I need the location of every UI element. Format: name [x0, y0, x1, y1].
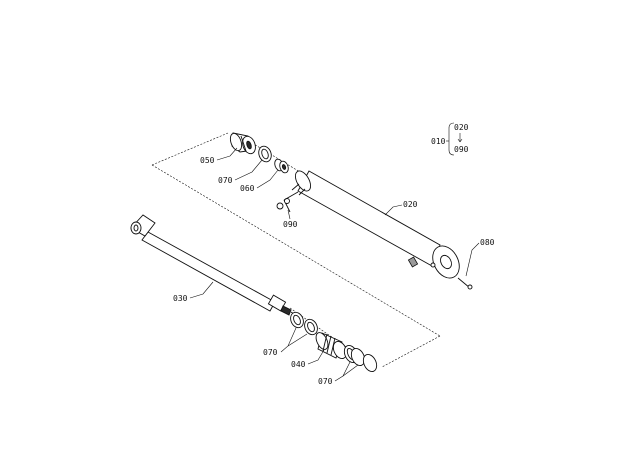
part-040-piston	[315, 332, 348, 359]
callout-030-label: 030	[173, 294, 188, 303]
callout-090-label: 090	[283, 220, 298, 229]
callout-030: 030	[173, 281, 214, 303]
callout-040: 040	[291, 349, 325, 369]
callout-070-middle-label: 070	[263, 348, 278, 357]
callout-070-middle: 070	[263, 327, 308, 357]
part-020-cylinder-tube	[291, 170, 460, 279]
callout-080-label: 080	[480, 238, 495, 247]
callout-020: 020	[384, 200, 418, 216]
part-070-seal-rings-middle	[290, 311, 318, 336]
callout-060: 060	[240, 169, 279, 193]
callout-070-bottom-label: 070	[318, 377, 333, 386]
callout-070-top: 070	[218, 159, 263, 185]
assembly-legend: 010 020 090	[431, 122, 469, 156]
callout-090: 090	[283, 209, 298, 229]
part-030-piston-rod	[130, 214, 298, 317]
legend-bracket	[448, 122, 455, 156]
assembly-axis-lines	[151, 132, 441, 368]
callout-050: 050	[200, 147, 238, 165]
callout-060-label: 060	[240, 184, 255, 193]
callout-040-label: 040	[291, 360, 306, 369]
callout-070-bottom: 070	[318, 361, 359, 386]
callout-050-label: 050	[200, 156, 215, 165]
legend-range-end: 090	[454, 145, 469, 154]
part-090-grease-nipple	[276, 191, 299, 213]
part-060-bushing	[274, 158, 289, 174]
callout-070-top-label: 070	[218, 176, 233, 185]
part-080-screw	[457, 277, 473, 290]
part-070-seal-rings-bottom	[343, 345, 378, 372]
callout-080: 080	[465, 238, 495, 277]
legend-assembly-number: 010	[431, 137, 446, 146]
part-070-seal-ring-top	[258, 145, 272, 163]
part-050-gland	[229, 132, 256, 155]
callout-020-label: 020	[403, 200, 418, 209]
legend-range-start: 020	[454, 123, 469, 132]
